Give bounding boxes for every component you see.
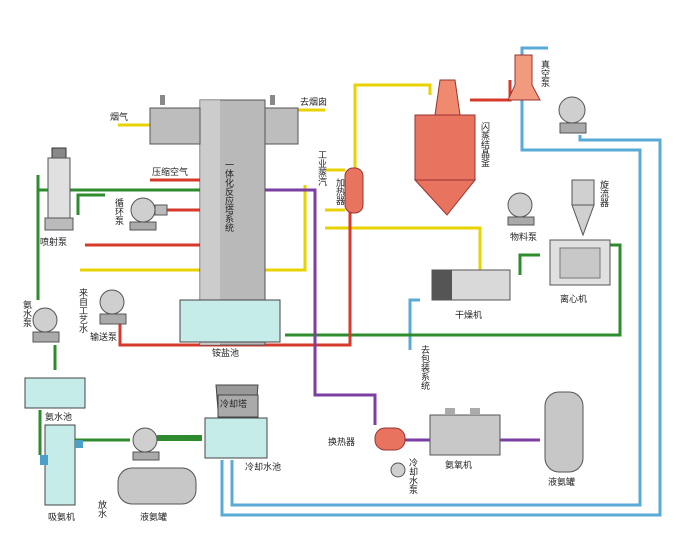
steam-line-top xyxy=(353,83,432,170)
label-centrifuge: 离心机 xyxy=(560,293,587,305)
heat-exchanger xyxy=(374,427,406,451)
label-ammonium-pool: 铵盐池 xyxy=(212,347,239,359)
label-heater: 加热器 xyxy=(334,178,344,205)
cooling-water-pump xyxy=(390,462,406,478)
vacuum-pump xyxy=(558,96,587,134)
label-ammonia-pool: 氨水池 xyxy=(45,411,72,423)
label-dryer: 干燥机 xyxy=(455,309,482,321)
dryer xyxy=(431,269,511,301)
label-tower: 一体化反应塔系统 xyxy=(223,160,233,232)
label-cyclone: 旋流器 xyxy=(598,180,608,207)
label-transfer-pump: 输送泵 xyxy=(90,331,117,343)
jet-pump xyxy=(44,147,74,231)
cyclone xyxy=(571,179,595,237)
green-line-centrifuge xyxy=(518,253,540,275)
label-flash-crystallizer: 闪蒸结晶釜 xyxy=(479,122,489,167)
cooling-water-line xyxy=(230,46,642,507)
label-drain: 放水 xyxy=(96,500,106,518)
steam-line-right xyxy=(265,185,307,272)
label-flue-gas: 烟气 xyxy=(110,111,128,123)
green-line-jet xyxy=(76,193,105,215)
green-line-bottom xyxy=(285,243,622,337)
ammonia-absorber xyxy=(40,424,83,506)
label-vacuum-pump: 真空泵 xyxy=(539,60,549,87)
ammonia-gas-line xyxy=(265,188,377,425)
label-circ-pump-wrap: 循环泵 xyxy=(113,198,123,225)
label-to-packaging: 去包装系统 xyxy=(419,345,429,390)
label-to-chimney: 去烟囱 xyxy=(300,96,327,108)
label-feed-pump: 物料泵 xyxy=(510,231,537,243)
label-circ-pump: 循环泵 xyxy=(113,198,123,225)
label-heater-wrap: 加热器 xyxy=(334,178,344,205)
label-heat-exchanger: 换热器 xyxy=(328,436,355,448)
vertical-labels: 一体化反应塔系统 循环泵 来自工艺水 氨水泵 工业蒸汽 加热器 闪蒸结晶釜 真空… xyxy=(21,60,608,518)
ammonia-water-pump xyxy=(32,307,60,343)
liquid-ammonia-tank-vertical xyxy=(544,391,584,473)
label-ammonia-absorber: 吸氨机 xyxy=(48,511,75,523)
label-industrial-steam: 工业蒸汽 xyxy=(316,150,326,186)
red-line-vacuum xyxy=(470,80,512,102)
label-jet-pump: 喷射泵 xyxy=(40,236,67,248)
label-cooling-water-pump: 冷却水泵 xyxy=(407,458,417,494)
label-from-process-water: 来自工艺水 xyxy=(77,288,87,333)
label-vacuum-pump-wrap: 真空泵 xyxy=(539,60,549,87)
cooling-water-line-2 xyxy=(220,135,662,517)
circulation-pump xyxy=(129,197,168,231)
ammonia-compressor xyxy=(429,408,501,456)
label-from-process-water-wrap: 来自工艺水 xyxy=(77,288,87,333)
vacuum-separator xyxy=(507,54,541,101)
label-tower-wrap: 一体化反应塔系统 xyxy=(223,160,233,232)
transfer-pump xyxy=(99,289,127,325)
ammonia-water-pool xyxy=(24,377,86,409)
label-liquid-ammonia-tank2: 液氨罐 xyxy=(548,476,575,488)
centrifuge xyxy=(549,239,611,286)
outlet-duct xyxy=(264,95,299,145)
label-ammonia-pump-wrap: 氨水泵 xyxy=(21,300,31,327)
flue-gas-inlet-duct xyxy=(149,95,201,145)
cooling-water-pool xyxy=(204,417,268,459)
label-cooling-water-pump-wrap: 冷却水泵 xyxy=(407,458,417,494)
cooling-water-line-3 xyxy=(408,298,420,350)
ammonium-salt-pool xyxy=(179,299,281,343)
label-liquid-ammonia-tank: 液氨罐 xyxy=(140,511,167,523)
label-drain-wrap: 放水 xyxy=(96,500,106,518)
pipe-lines xyxy=(36,46,662,517)
steam-line-feed xyxy=(325,226,482,275)
label-to-packaging-wrap: 去包装系统 xyxy=(419,345,429,390)
label-ammonia-pump: 氨水泵 xyxy=(21,300,31,327)
label-cooling-pool: 冷却水池 xyxy=(245,461,281,473)
heater-vessel xyxy=(344,167,364,214)
labels: 烟气 去烟囱 压缩空气 喷射泵 输送泵 铵盐池 氨水池 冷却塔 冷却水池 吸氨机… xyxy=(40,96,587,523)
feed-pump xyxy=(507,192,535,226)
cooling-tower xyxy=(215,384,259,418)
label-cooling-tower: 冷却塔 xyxy=(220,398,247,410)
label-cyclone-wrap: 旋流器 xyxy=(598,180,608,207)
absorber-pump xyxy=(132,427,202,461)
label-compressed-air: 压缩空气 xyxy=(152,166,188,178)
label-flash-crystallizer-wrap: 闪蒸结晶釜 xyxy=(479,122,489,167)
label-ammonia-compressor: 氨氧机 xyxy=(445,459,472,471)
liquid-ammonia-tank-horizontal xyxy=(117,467,197,505)
label-industrial-steam-wrap: 工业蒸汽 xyxy=(316,150,326,186)
flash-crystallizer xyxy=(413,79,477,216)
